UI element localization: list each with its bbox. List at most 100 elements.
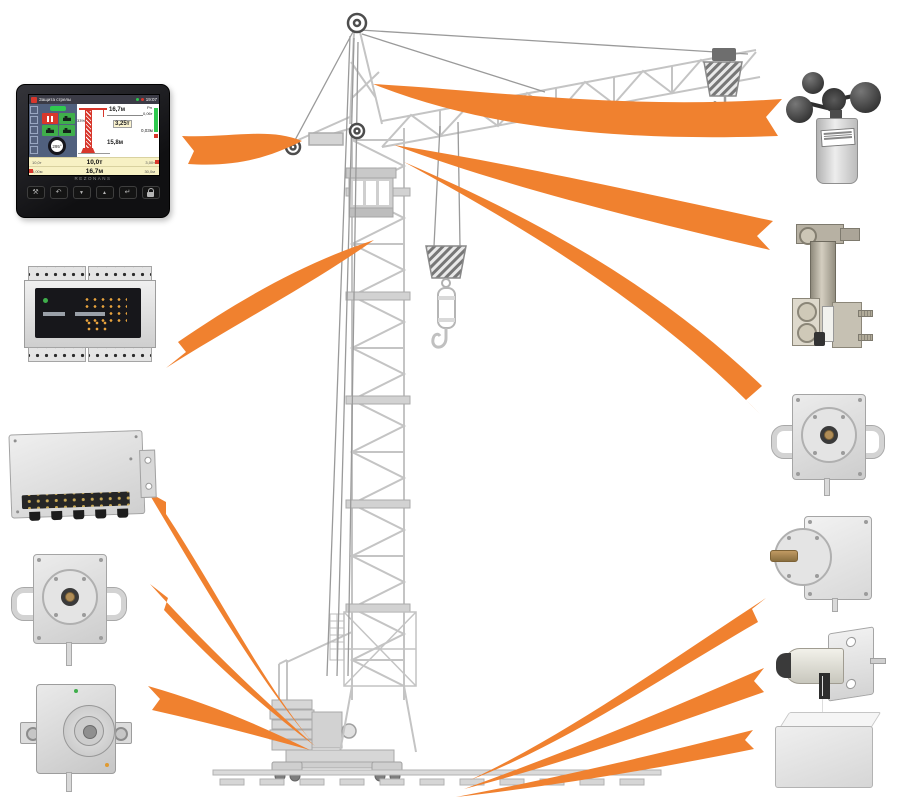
- limit-marker: [155, 160, 159, 164]
- encoder-shaft: [83, 725, 97, 739]
- jib-tip-hook-block: [703, 48, 743, 109]
- shaft-encoder: [20, 682, 132, 792]
- crane-graphic-jib: [85, 108, 107, 110]
- screen-status-panel: 295°: [39, 104, 77, 157]
- chart-icon: [30, 126, 38, 134]
- bolt: [799, 227, 817, 245]
- encoder-hub-inner: [74, 716, 104, 746]
- screen-topbar: Защита стрелы 19:07: [29, 95, 159, 104]
- arrow-up-icon: ▲: [102, 189, 107, 196]
- ribbon-display: [182, 133, 302, 165]
- anemometer-cup: [802, 72, 824, 94]
- shaft-flange: [801, 407, 857, 463]
- sensor-cable: [66, 772, 72, 792]
- radius-value: 16,7м: [109, 107, 126, 113]
- sensor-label: [820, 127, 856, 148]
- bolt: [797, 302, 817, 322]
- sensor-cable: [66, 642, 72, 666]
- arrow-down-icon: ▼: [79, 189, 84, 196]
- mode-tiles: [42, 113, 75, 136]
- angle-sensor: [771, 392, 885, 496]
- mount-block: [832, 302, 862, 348]
- mounting-flange: [139, 449, 157, 499]
- module-label: [43, 312, 65, 316]
- cable-gland: [95, 509, 107, 519]
- anemometer-cup: [786, 96, 813, 123]
- terminal-row: [28, 347, 86, 362]
- sensor-neck: [830, 110, 842, 119]
- status-led: [74, 689, 78, 693]
- radius-band: 5,00м 16,7м 30,0м: [29, 166, 159, 175]
- height-value: 15,8м: [107, 140, 124, 146]
- limit-marker: [29, 169, 33, 173]
- cable-gland: [29, 511, 41, 521]
- cable-gland: [73, 510, 85, 520]
- hook-bracket: [11, 587, 34, 621]
- back-button: ↶: [49, 186, 68, 199]
- connector-ribbons: [148, 84, 782, 797]
- limit-marker: [154, 134, 158, 138]
- anemometer-cup: [850, 82, 881, 113]
- sensor-cable: [832, 598, 838, 612]
- status-led: [105, 763, 109, 767]
- mode-tile: [59, 125, 75, 136]
- encoder-body: [36, 684, 116, 774]
- brand-label: REZONANS: [74, 176, 112, 181]
- terminal-row: [28, 266, 86, 281]
- cable-gland: [117, 508, 129, 518]
- status-leds: [83, 296, 127, 322]
- angle-sensor-side: [770, 514, 878, 612]
- terminal-buttons: ⚒ ↶ ▼ ▲ ↵: [17, 186, 169, 199]
- operator-cab: [345, 167, 397, 218]
- load-percent: 33%: [77, 118, 86, 123]
- hook-bracket: [771, 425, 794, 459]
- hook-bracket: [104, 587, 127, 621]
- sensor-shaft: [65, 592, 75, 602]
- screen-body: 295° 33% 16,7м 3,25т 0,03м 15,8м Pн 0,06…: [29, 104, 159, 157]
- radius-arrow: [107, 115, 143, 116]
- rotor-hub: [822, 88, 846, 112]
- display-terminal: Защита стрелы 19:07 295°: [16, 84, 170, 218]
- bolt: [114, 727, 128, 741]
- wrench-icon: ⚒: [32, 188, 39, 196]
- status-leds: [85, 320, 111, 332]
- sensor-body: [33, 554, 107, 644]
- terminal-row: [88, 347, 152, 362]
- clevis-head: [796, 224, 844, 245]
- hook-bracket: [862, 425, 885, 459]
- mode-tile: [59, 113, 75, 124]
- sensor-barrel: [784, 648, 844, 719]
- screen-main-area: 33% 16,7м 3,25т 0,03м 15,8м Pн 0,06т: [77, 104, 159, 157]
- sensor-cable: [870, 658, 886, 664]
- crane-graphic-counterjib: [79, 108, 85, 110]
- band-value: 16,7м: [85, 168, 104, 175]
- wind-speed-sensor: [786, 72, 886, 190]
- load-band: 10,0т 10,0т 3,00т: [29, 157, 159, 167]
- shaft-hole: [61, 588, 79, 606]
- crane-graphic-base: [81, 148, 95, 153]
- sensor-label: [822, 306, 834, 342]
- shaft-hole: [820, 426, 838, 444]
- hook-block: [425, 245, 467, 349]
- band-max: 30,0м: [144, 169, 155, 174]
- status-alarm-icon: [140, 98, 144, 101]
- sensor-body: [816, 118, 858, 184]
- cable-gland: [814, 332, 825, 346]
- wind-label: Pн: [147, 105, 152, 110]
- crane-graphic-tower: [85, 110, 92, 150]
- module-label: [75, 312, 105, 316]
- ribbon-junction-box: [148, 492, 312, 742]
- sensor-label: [819, 673, 830, 719]
- crane-base: [212, 611, 662, 786]
- ribbon-shaft-encoder: [148, 686, 310, 750]
- cable-gland: [51, 510, 63, 521]
- screen-clock: 19:07: [145, 97, 157, 102]
- screen-title: Защита стрелы: [39, 97, 72, 102]
- load-cell: [790, 222, 873, 350]
- down-button: ▼: [72, 186, 91, 199]
- load-limit-bar: [154, 108, 158, 132]
- band-value: 10,0т: [86, 159, 103, 166]
- terminal-box: [775, 710, 882, 792]
- status-ok-icon: [135, 98, 139, 101]
